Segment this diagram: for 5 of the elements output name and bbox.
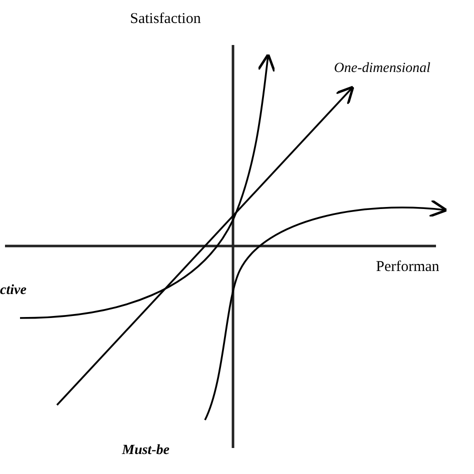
curve-label: ctive <box>0 282 26 300</box>
curve-label: Must-be <box>122 442 170 460</box>
axis-label: Performan <box>376 258 440 277</box>
axis-label: Satisfaction <box>130 10 201 29</box>
curve-label: One-dimensional <box>334 60 430 78</box>
